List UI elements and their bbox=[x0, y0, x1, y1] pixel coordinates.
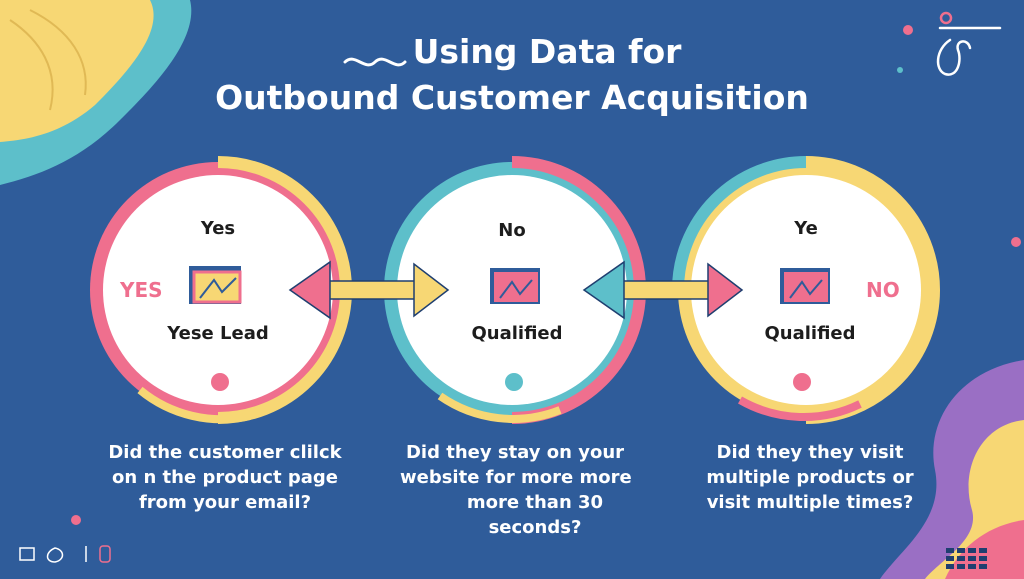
question-1-line: on n the product page bbox=[112, 467, 338, 488]
dot bbox=[71, 515, 81, 525]
page-title-line-1: Using Data for bbox=[412, 32, 682, 71]
circle-3-top-label: Ye bbox=[794, 218, 818, 239]
circle-1-side-label: YES bbox=[120, 278, 163, 302]
monitor-chart-icon bbox=[189, 266, 242, 304]
question-2-line: Did they stay on your bbox=[405, 442, 625, 463]
circle-1 bbox=[90, 156, 353, 424]
indicator-dot bbox=[505, 373, 523, 391]
top-left-yellow-blob bbox=[0, 0, 154, 142]
circle-3 bbox=[672, 156, 941, 424]
circle-3-side-label: NO bbox=[866, 278, 900, 302]
question-2-line: more than 30 bbox=[466, 492, 604, 513]
circle-2-top-label: No bbox=[498, 220, 526, 241]
circle-3-bottom-label: Qualified bbox=[764, 323, 856, 344]
circle-1-bottom-label: Yese Lead bbox=[167, 323, 269, 344]
question-3-line: Did they they visit bbox=[716, 442, 904, 463]
grid-icon bbox=[946, 548, 987, 569]
question-3-line: multiple products or bbox=[706, 467, 914, 488]
bottom-left-icons bbox=[19, 545, 111, 563]
double-arrow-1-icon bbox=[288, 260, 450, 320]
indicator-dot bbox=[793, 373, 811, 391]
circle-2 bbox=[384, 156, 647, 424]
page-title-line-2: Outbound Customer Acquisition bbox=[215, 78, 809, 117]
indicator-dot bbox=[211, 373, 229, 391]
question-3-line: visit multiple times? bbox=[706, 492, 914, 513]
question-2-line: website for more more bbox=[400, 467, 632, 488]
dot bbox=[903, 25, 913, 35]
monitor-chart-icon bbox=[780, 268, 830, 304]
dot bbox=[897, 67, 903, 73]
circle-1-top-label: Yes bbox=[200, 218, 236, 239]
question-3: Did they they visit multiple products or… bbox=[700, 440, 920, 515]
double-arrow-2-icon bbox=[582, 260, 744, 320]
question-2-line: seconds? bbox=[488, 517, 582, 538]
dot bbox=[1011, 237, 1021, 247]
circle-2-bottom-label: Qualified bbox=[471, 323, 563, 344]
monitor-chart-icon bbox=[490, 268, 540, 304]
title-squiggle-icon bbox=[343, 57, 407, 67]
hook-logo-icon bbox=[936, 11, 1002, 76]
question-1-line: from your email? bbox=[138, 492, 312, 513]
question-2: Did they stay on your website for more m… bbox=[400, 440, 632, 540]
question-1: Did the customer clilck on n the product… bbox=[100, 440, 350, 515]
question-1-line: Did the customer clilck bbox=[108, 442, 342, 463]
